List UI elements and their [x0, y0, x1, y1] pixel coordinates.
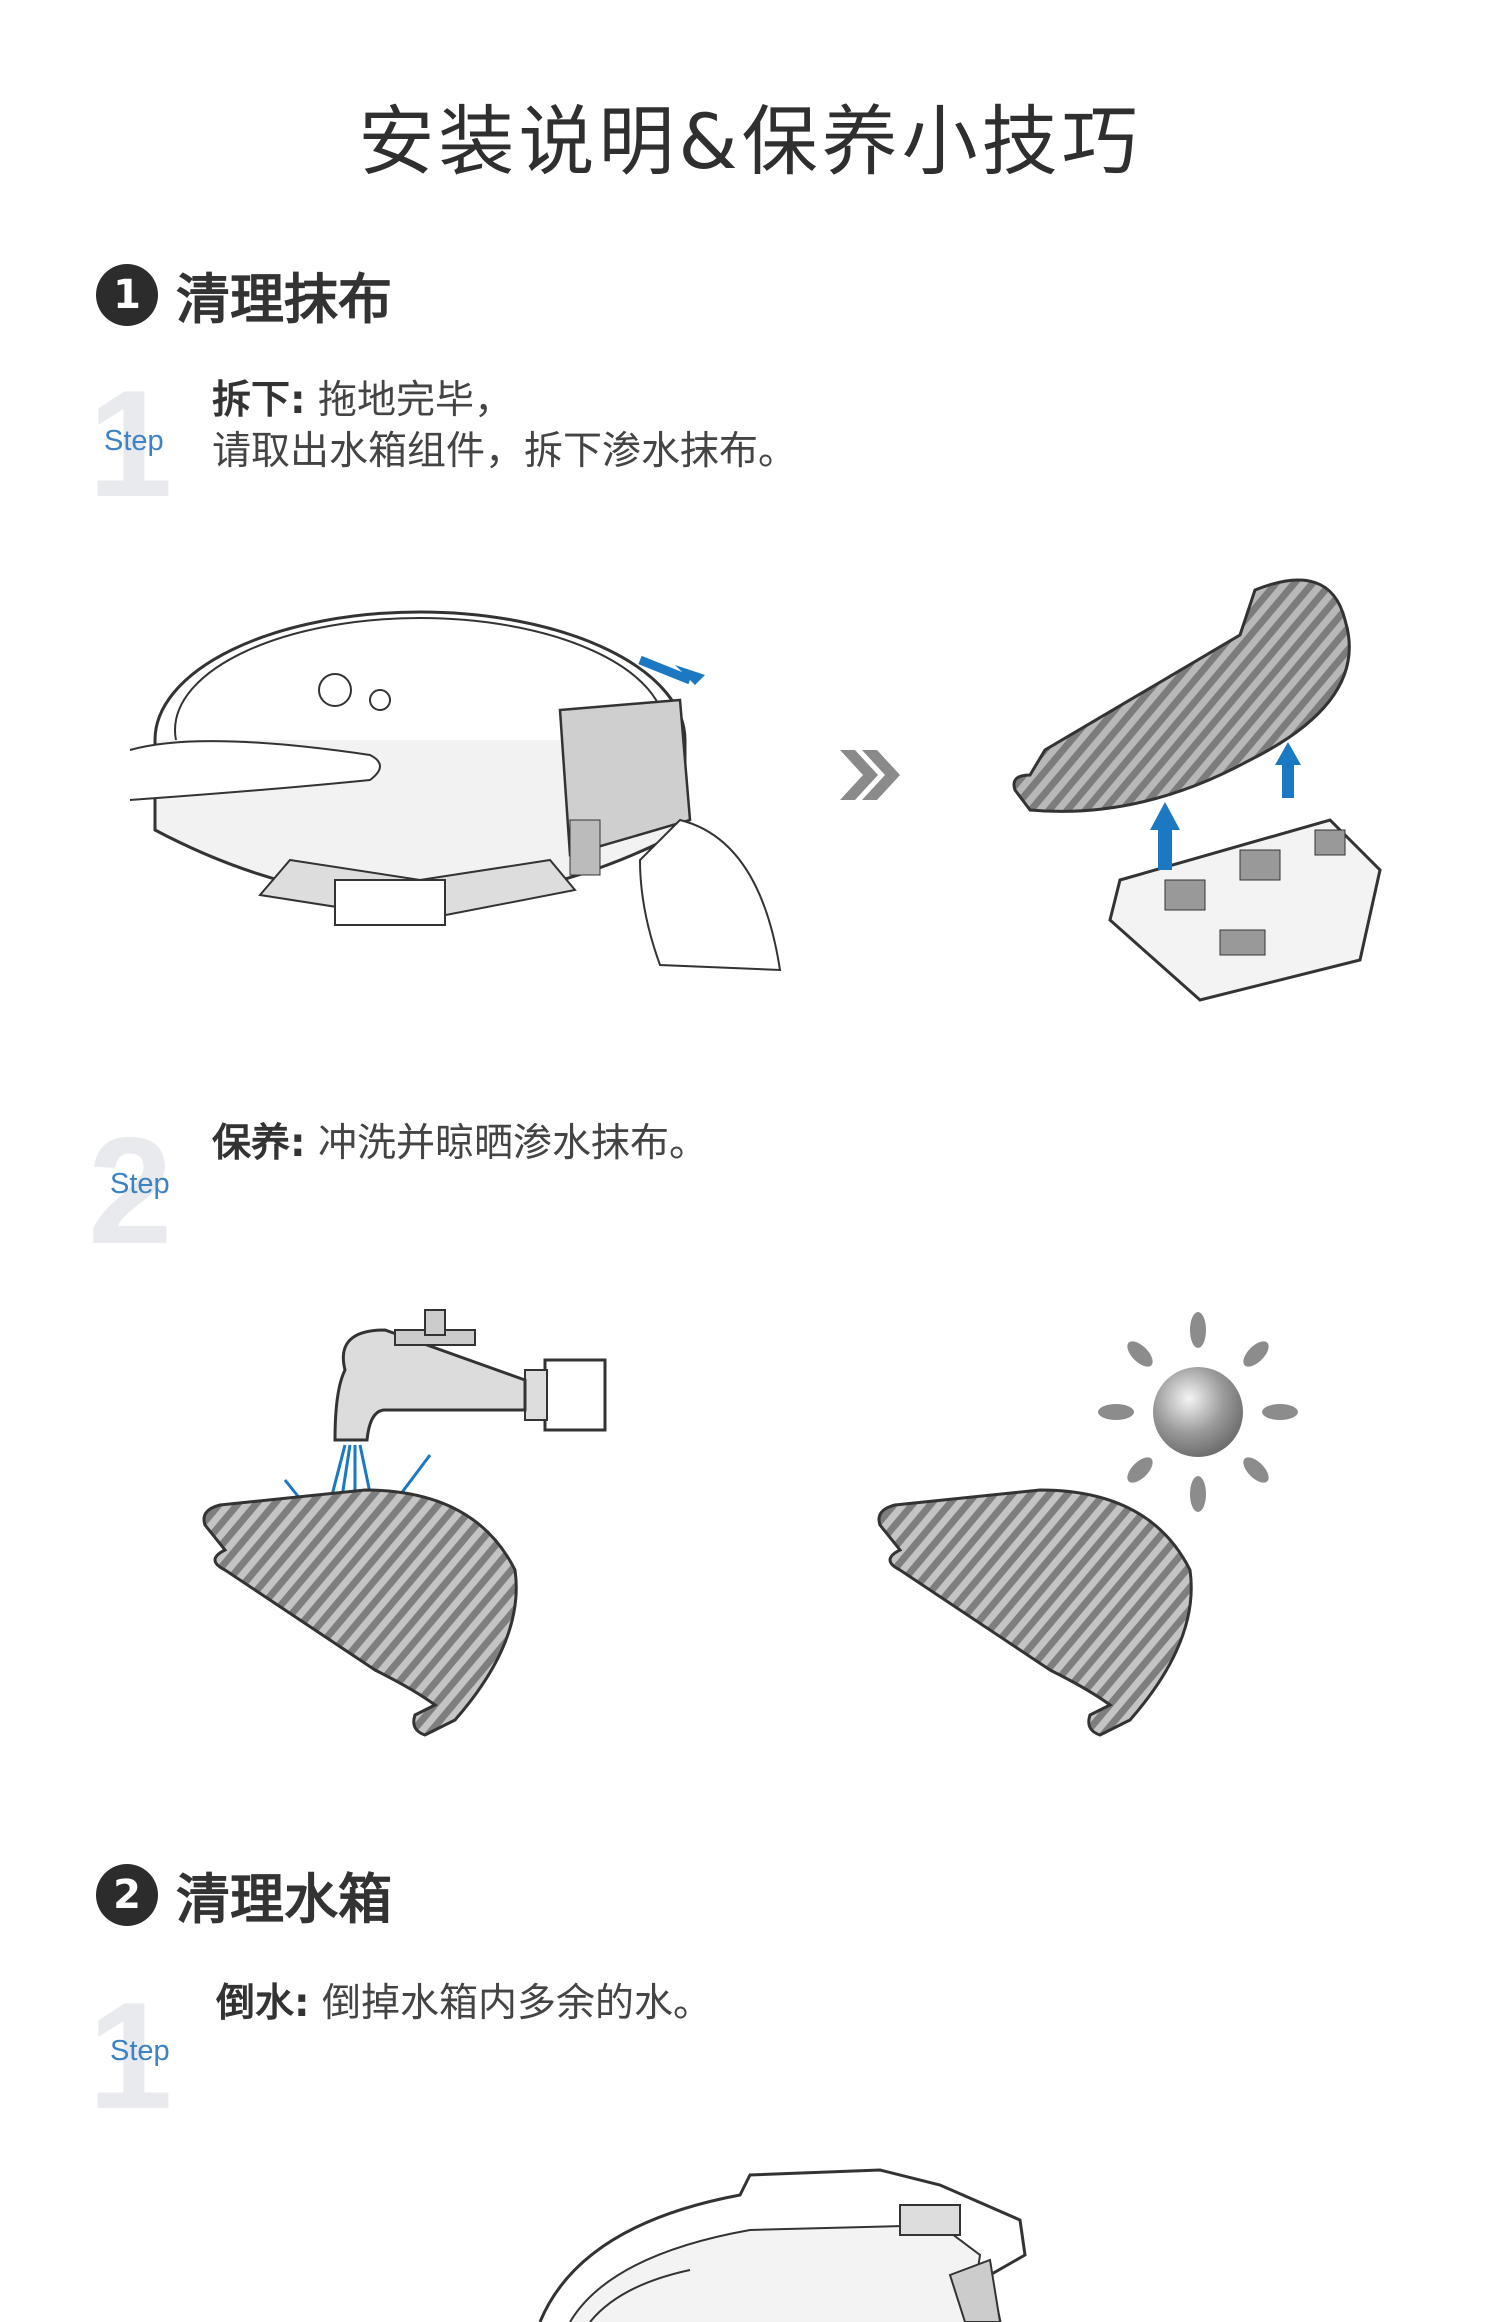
step-text-line: 拖地完毕， [318, 378, 514, 423]
step-label: Step [110, 2035, 170, 2067]
next-arrows-icon [840, 750, 900, 800]
section-number: 2 [96, 1863, 158, 1926]
sun-icon [1098, 1312, 1298, 1512]
step-number: 1 [88, 1971, 173, 2141]
step-text-line: 请取出水箱组件，拆下渗水抹布。 [212, 429, 798, 474]
section-2-header: 2 清理水箱 [96, 1855, 392, 1934]
section-1-header: 1 清理抹布 [96, 255, 392, 334]
step-bold-label: 拆下: [212, 378, 306, 423]
water-tank-illustration [538, 2168, 1027, 2322]
step-number: 2 [88, 1106, 173, 1276]
section-number: 1 [96, 263, 158, 326]
step-number: 1 [88, 359, 173, 529]
page-title: 安装说明&保养小技巧 [358, 97, 1142, 186]
mop-washing-illustration [202, 1309, 607, 1737]
step-label: Step [104, 425, 164, 457]
step-text-line: 冲洗并晾晒渗水抹布。 [318, 1121, 709, 1166]
step-bold-label: 保养: [212, 1121, 306, 1166]
section-title: 清理水箱 [176, 1868, 392, 1931]
up-arrow-icon [1275, 742, 1301, 798]
mop-removed-illustration [1012, 578, 1382, 1002]
step-instruction: 保养: 冲洗并晾晒渗水抹布。 [212, 1118, 708, 1169]
faucet-icon [333, 1309, 607, 1442]
step-text-line: 倒掉水箱内多余的水。 [322, 1981, 713, 2026]
section-title: 清理抹布 [176, 268, 392, 331]
slide-arrow-icon [638, 655, 692, 685]
step-instruction: 倒水: 倒掉水箱内多余的水。 [216, 1978, 712, 2029]
up-arrow-icon [1150, 802, 1180, 870]
robot-removing-tank-illustration [129, 610, 782, 972]
step-label: Step [110, 1168, 170, 1200]
step-bold-label: 倒水: [216, 1981, 310, 2026]
step-instruction: 拆下: 拖地完毕， 请取出水箱组件，拆下渗水抹布。 [212, 375, 797, 477]
mop-drying-illustration [877, 1312, 1298, 1737]
